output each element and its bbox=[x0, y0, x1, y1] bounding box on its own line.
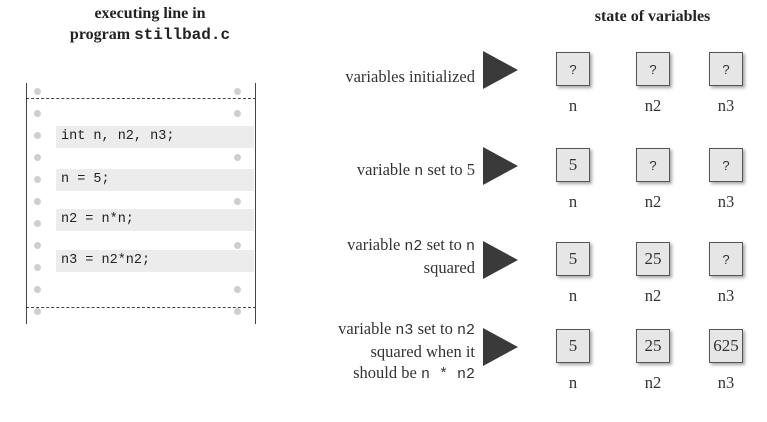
panel-left-edge bbox=[26, 83, 27, 324]
variable-value-box: 5 bbox=[556, 148, 590, 182]
variable-value-box: 5 bbox=[556, 242, 590, 276]
variable-value-box: 5 bbox=[556, 329, 590, 363]
sprocket-hole bbox=[34, 242, 41, 249]
variable-name-label: n3 bbox=[717, 192, 735, 211]
variable-value-box: 25 bbox=[636, 329, 670, 363]
description-line: should be n * n2 bbox=[338, 362, 475, 385]
description-text: set to bbox=[413, 319, 457, 338]
sprocket-hole bbox=[234, 88, 241, 95]
description-text: set to bbox=[422, 235, 466, 254]
code-token: n bbox=[414, 163, 424, 180]
sprocket-hole bbox=[34, 88, 41, 95]
code-token: n bbox=[465, 238, 475, 255]
sprocket-hole bbox=[34, 110, 41, 117]
heading-line-2: program stillbad.c bbox=[0, 24, 300, 46]
sprocket-hole bbox=[234, 198, 241, 205]
description-line: squared bbox=[347, 257, 475, 278]
description-line: squared when it bbox=[338, 341, 475, 362]
description-line: variable n set to 5 bbox=[357, 159, 475, 182]
panel-right-edge bbox=[255, 83, 256, 324]
variable-name-label: n bbox=[568, 192, 578, 211]
sprocket-hole bbox=[234, 154, 241, 161]
code-line: n2 = n*n; bbox=[56, 209, 254, 231]
description-text: variables initialized bbox=[345, 67, 475, 86]
variable-name-label: n3 bbox=[717, 286, 735, 305]
variable-value-box: ? bbox=[556, 52, 590, 86]
heading-line-1: executing line in bbox=[94, 5, 206, 22]
sprocket-hole bbox=[34, 132, 41, 139]
sprocket-hole bbox=[234, 242, 241, 249]
step-description: variables initialized bbox=[345, 66, 475, 87]
sprocket-hole bbox=[234, 110, 241, 117]
variable-name-label: n3 bbox=[717, 373, 735, 392]
description-line: variable n3 set to n2 bbox=[338, 318, 475, 341]
code-line: n = 5; bbox=[56, 169, 254, 191]
sprocket-hole bbox=[34, 220, 41, 227]
sprocket-hole bbox=[234, 308, 241, 315]
sprocket-hole bbox=[34, 154, 41, 161]
variable-value-box: ? bbox=[636, 148, 670, 182]
description-text: should be bbox=[353, 363, 421, 382]
description-text: variable bbox=[347, 235, 405, 254]
panel-top-dashed-line bbox=[26, 98, 256, 99]
step-arrow bbox=[483, 51, 518, 89]
step-description: variable n set to 5 bbox=[357, 159, 475, 182]
description-line: variable n2 set to n bbox=[347, 234, 475, 257]
description-text: variable bbox=[356, 160, 415, 179]
description-text: set to 5 bbox=[423, 160, 475, 179]
variable-name-label: n2 bbox=[644, 373, 662, 392]
code-token: n2 bbox=[456, 322, 475, 339]
description-text: squared bbox=[423, 258, 475, 277]
variable-name-label: n bbox=[568, 286, 578, 305]
heading-filename: stillbad.c bbox=[134, 26, 231, 44]
sprocket-hole bbox=[234, 286, 241, 293]
heading-state-of-variables: state of variables bbox=[594, 8, 711, 25]
variable-value-box: ? bbox=[709, 148, 743, 182]
description-line: variables initialized bbox=[345, 66, 475, 87]
heading-executing-line: executing line in program stillbad.c bbox=[0, 3, 300, 46]
variable-name-label: n3 bbox=[717, 96, 735, 115]
variable-name-label: n bbox=[568, 373, 578, 392]
code-token: n * n2 bbox=[420, 366, 475, 383]
sprocket-hole bbox=[34, 176, 41, 183]
code-line: n3 = n2*n2; bbox=[56, 250, 254, 272]
variable-name-label: n2 bbox=[644, 286, 662, 305]
description-text: variable bbox=[338, 319, 396, 338]
heading-prefix: program bbox=[69, 26, 135, 43]
code-token: n2 bbox=[404, 238, 423, 255]
sprocket-hole bbox=[34, 264, 41, 271]
variable-value-box: 625 bbox=[709, 329, 743, 363]
step-arrow bbox=[483, 241, 518, 279]
step-arrow bbox=[483, 328, 518, 366]
variable-name-label: n bbox=[568, 96, 578, 115]
sprocket-hole bbox=[34, 198, 41, 205]
description-text: squared when it bbox=[370, 342, 475, 361]
step-arrow bbox=[483, 147, 518, 185]
variable-value-box: ? bbox=[709, 52, 743, 86]
code-token: n3 bbox=[395, 322, 414, 339]
variable-name-label: n2 bbox=[644, 192, 662, 211]
sprocket-hole bbox=[34, 308, 41, 315]
variable-value-box: 25 bbox=[636, 242, 670, 276]
variable-value-box: ? bbox=[709, 242, 743, 276]
variable-name-label: n2 bbox=[644, 96, 662, 115]
code-line: int n, n2, n3; bbox=[56, 126, 254, 148]
sprocket-hole bbox=[34, 286, 41, 293]
variable-value-box: ? bbox=[636, 52, 670, 86]
program-listing: int n, n2, n3; n = 5; n2 = n*n; n3 = n2*n2; bbox=[26, 83, 256, 324]
panel-bottom-dashed-line bbox=[26, 307, 256, 308]
